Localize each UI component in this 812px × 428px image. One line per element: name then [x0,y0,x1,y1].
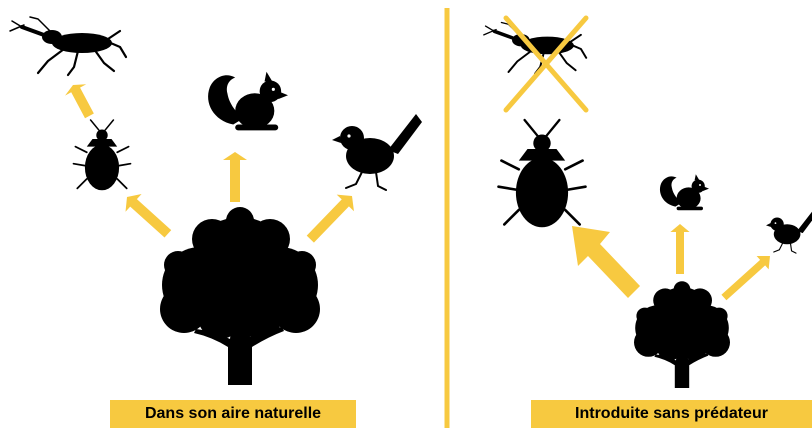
arrow-icon [718,249,776,304]
arrow-icon [223,152,247,202]
arrow-icon [62,79,100,121]
caption-introduced: Introduite sans prédateur [531,400,812,428]
panel-introduced [484,18,812,388]
squirrel-icon [208,72,288,131]
arrow-icon [572,226,640,298]
panel-native-range [10,17,422,385]
bird-icon [766,211,812,253]
arrow-icon [670,224,689,274]
stink-bug-icon [74,120,131,190]
arrow-icon [302,188,361,248]
stink-bug-icon [499,120,586,227]
bird-icon [332,114,422,190]
tree-icon [160,207,320,385]
cross-icon [506,18,586,110]
caption-native-range: Dans son aire naturelle [110,400,356,428]
tree-icon [634,281,730,388]
squirrel-icon [660,174,709,210]
assassin-bug-icon [10,17,126,75]
arrow-icon [119,188,176,243]
